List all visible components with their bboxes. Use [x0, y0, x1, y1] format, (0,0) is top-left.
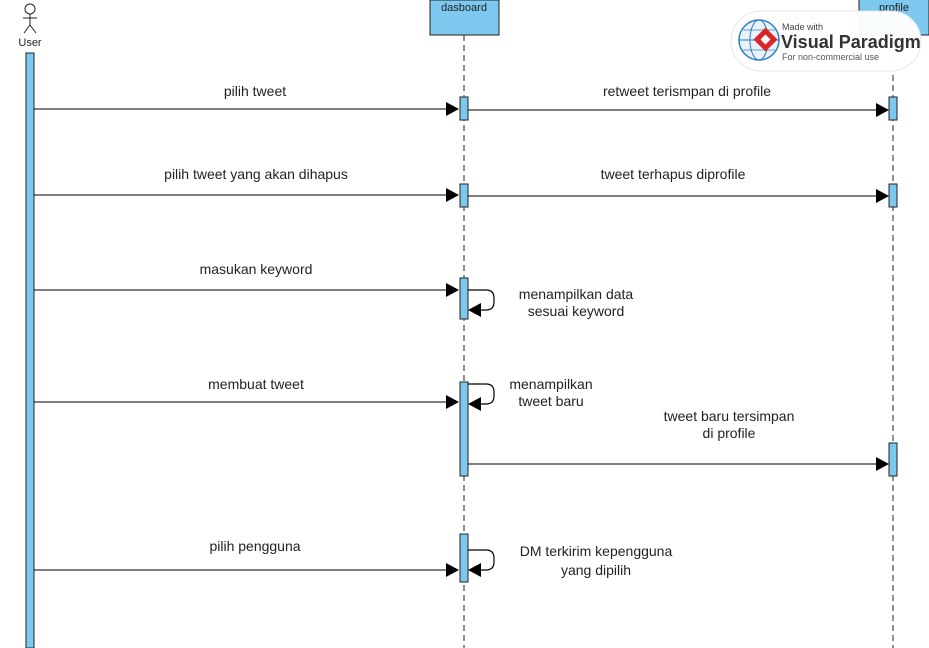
- message-label-line1: DM terkirim kepengguna: [520, 543, 673, 559]
- profile-activation-2: [888, 183, 898, 208]
- message-label-line2: sesuai keyword: [528, 303, 625, 319]
- message-tweet-terhapus: tweet terhapus diprofile: [468, 166, 889, 203]
- dasboard-activation-4: [459, 381, 469, 477]
- arrowhead-icon: [468, 563, 481, 577]
- arrowhead-icon: [446, 395, 459, 409]
- profile-activation-1: [888, 96, 898, 121]
- arrowhead-icon: [468, 397, 481, 411]
- arrowhead-icon: [446, 102, 459, 116]
- message-pilih-pengguna: pilih pengguna: [34, 538, 459, 577]
- message-label: masukan keyword: [200, 261, 313, 277]
- message-pilih-tweet-dihapus: pilih tweet yang akan dihapus: [34, 166, 459, 202]
- dasboard-activation-2: [459, 183, 469, 208]
- arrowhead-icon: [876, 189, 889, 203]
- arrowhead-icon: [876, 457, 889, 471]
- arrowhead-icon: [468, 303, 481, 317]
- self-message-dm-terkirim: DM terkirim kepengguna yang dipilih: [468, 543, 672, 578]
- user-activation-bar: [25, 52, 35, 648]
- message-label: retweet terismpan di profile: [603, 83, 771, 99]
- profile-activation-3: [888, 442, 898, 477]
- dasboard-header-box: [429, 0, 500, 36]
- message-membuat-tweet: membuat tweet: [34, 376, 459, 409]
- message-label-line1: menampilkan data: [519, 286, 634, 302]
- visual-paradigm-logo-icon: [738, 19, 780, 61]
- message-masukan-keyword: masukan keyword: [34, 261, 459, 297]
- message-retweet-terismpan: retweet terismpan di profile: [468, 83, 889, 117]
- dasboard-header-label: dasboard: [441, 2, 487, 14]
- dasboard-activation-3: [459, 277, 469, 320]
- message-label: pilih tweet: [224, 83, 286, 99]
- message-label-line2: yang dipilih: [561, 562, 631, 578]
- actor-user: User: [18, 3, 42, 49]
- arrowhead-icon: [446, 283, 459, 297]
- message-label: tweet terhapus diprofile: [601, 166, 746, 182]
- message-label-line2: di profile: [703, 425, 756, 441]
- message-pilih-tweet: pilih tweet: [34, 83, 459, 116]
- message-label: pilih pengguna: [209, 538, 300, 554]
- message-label: pilih tweet yang akan dihapus: [164, 166, 348, 182]
- message-label: membuat tweet: [208, 376, 304, 392]
- arrowhead-icon: [876, 103, 889, 117]
- message-label-line1: tweet baru tersimpan: [664, 408, 795, 424]
- arrowhead-icon: [446, 563, 459, 577]
- dasboard-activation-5: [459, 533, 469, 583]
- stick-figure-icon: [23, 3, 37, 34]
- self-message-menampilkan-data: menampilkan data sesuai keyword: [468, 286, 633, 319]
- watermark-made-with: Made with: [782, 22, 823, 32]
- dasboard-activation-1: [459, 96, 469, 121]
- message-label-line2: tweet baru: [518, 393, 583, 409]
- message-tweet-baru-tersimpan: tweet baru tersimpan di profile: [468, 408, 889, 471]
- watermark-badge: [730, 10, 922, 72]
- actor-user-label: User: [18, 37, 42, 49]
- arrowhead-icon: [446, 188, 459, 202]
- participant-dasboard: dasboard: [429, 0, 500, 36]
- watermark-brand: Visual Paradigm: [781, 32, 921, 52]
- watermark-note: For non-commercial use: [782, 52, 879, 62]
- visual-paradigm-watermark: Made with Visual Paradigm For non-commer…: [730, 10, 922, 72]
- message-label-line1: menampilkan: [509, 376, 592, 392]
- self-message-menampilkan-tweet: menampilkan tweet baru: [468, 376, 593, 411]
